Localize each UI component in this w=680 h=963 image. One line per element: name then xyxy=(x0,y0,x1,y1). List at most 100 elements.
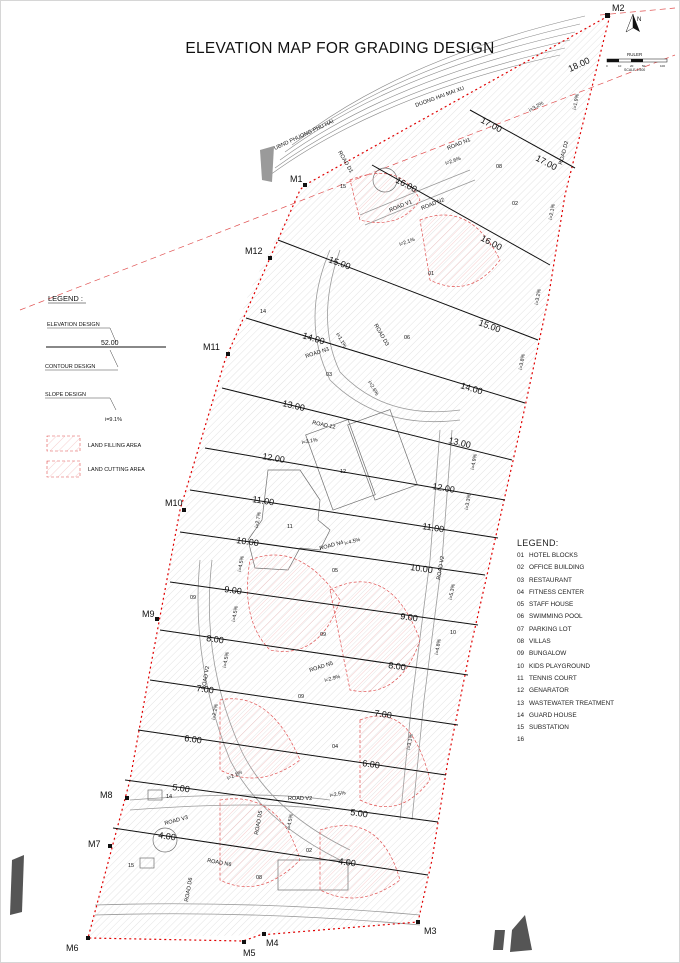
building-number: 15 xyxy=(128,863,134,869)
road-label: ROAD V2 xyxy=(288,796,312,802)
facility-legend-num: 06 xyxy=(517,613,525,621)
facility-legend-item: 04 FITNESS CENTER xyxy=(517,589,667,601)
contour-label: 13.00 xyxy=(282,398,306,413)
slope-label: i=2.5% xyxy=(329,790,346,799)
facility-legend-label: KIDS PLAYGROUND xyxy=(529,662,590,670)
contour-label: 6.00 xyxy=(362,758,381,770)
building-number: 05 xyxy=(332,568,338,574)
ruler-tick: 50 xyxy=(642,64,646,68)
facility-legend-num: 03 xyxy=(517,576,525,584)
slope-label: i=2.1% xyxy=(399,237,416,248)
slope-label: i=4.5% xyxy=(237,555,246,572)
road-label: ROAD 12 xyxy=(312,420,336,431)
facility-legend-label: HOTEL BLOCKS xyxy=(529,552,578,559)
legend-cut-swatch xyxy=(46,460,81,478)
building-number: 09 xyxy=(320,632,326,638)
north-arrow: N xyxy=(625,13,641,33)
facility-legend-title: LEGEND: xyxy=(517,538,559,548)
slope-label: i=4.5% xyxy=(344,537,361,547)
facility-legend-item: 16 xyxy=(517,736,667,748)
marker-label: M12 xyxy=(245,246,263,256)
slope-label: i=2.1% xyxy=(548,203,557,220)
facility-legend-label: SUBSTATION xyxy=(529,724,569,732)
contour-label: 8.00 xyxy=(206,633,225,645)
facility-legend-label: VILLAS xyxy=(529,638,551,646)
marker-label: M5 xyxy=(243,948,256,958)
slope-label: i=5.3% xyxy=(448,583,457,600)
slope-label: i=4.5% xyxy=(231,605,240,622)
legend-contour-label: CONTOUR DESIGN xyxy=(45,364,95,370)
contour-label: 12.00 xyxy=(262,451,286,465)
ruler-tick: 20 xyxy=(630,64,634,68)
site-boundary xyxy=(87,13,611,942)
facility-legend-num: 01 xyxy=(517,552,525,559)
reference-lines xyxy=(19,7,676,311)
page-title: ELEVATION MAP FOR GRADING DESIGN xyxy=(185,40,494,57)
building-number: 01 xyxy=(428,271,434,277)
slope-label: i=3.3% xyxy=(464,493,473,510)
contour-label: 6.00 xyxy=(184,733,203,745)
marker-label: M2 xyxy=(612,3,625,13)
contour-label: 9.00 xyxy=(224,584,243,596)
facility-legend-num: 13 xyxy=(517,699,525,707)
road-label: ROAD N6 xyxy=(207,858,232,868)
ruler-label: RULER xyxy=(627,52,643,57)
facility-legend-num: 04 xyxy=(517,588,525,596)
facility-legend-num: 14 xyxy=(517,711,525,719)
facility-legend-num: 15 xyxy=(517,724,525,732)
building-number: 11 xyxy=(287,524,293,530)
contour-label: 7.00 xyxy=(196,683,215,695)
contour-label: 12.00 xyxy=(432,481,456,495)
facility-legend-label: PARKING LOT xyxy=(529,625,572,633)
legend-slope-label: SLOPE DESIGN xyxy=(45,392,86,398)
building-number: 08 xyxy=(256,875,262,881)
building-number: 04 xyxy=(332,744,338,750)
facility-legend-item: 02 OFFICE BUILDING xyxy=(517,564,667,576)
slope-label: i=2.9% xyxy=(324,674,341,684)
facility-legend-num: 16 xyxy=(517,736,525,744)
slope-label: i=3.1% xyxy=(406,733,415,750)
building-number: 14 xyxy=(260,309,266,315)
facility-legend-label: BUNGALOW xyxy=(529,650,567,658)
building-number: 02 xyxy=(512,201,518,207)
facility-legend-label: SWIMMING POOL xyxy=(529,613,583,621)
contour-label: 10.00 xyxy=(410,562,434,575)
boundary-corners xyxy=(86,13,610,944)
facility-legend-label: TENNIS COURT xyxy=(529,674,577,682)
legend-elevation-label: ELEVATION DESIGN xyxy=(47,322,100,328)
ruler-tick: 100 xyxy=(660,64,665,68)
slope-label: i=4.5% xyxy=(286,813,295,830)
scale-ruler: RULER 0 10 20 50 100 SCALE 1:500 xyxy=(606,52,668,72)
facility-legend-label: FITNESS CENTER xyxy=(529,588,585,596)
facility-legend-item: 11 TENNIS COURT xyxy=(517,675,667,687)
facility-legend-label: OFFICE BUILDING xyxy=(529,564,585,572)
legend-cut-label: LAND CUTTING AREA xyxy=(88,467,145,473)
facility-legend-num: 11 xyxy=(517,674,524,682)
building-number: 09 xyxy=(190,595,196,601)
building-number: 08 xyxy=(496,164,502,170)
site-structures xyxy=(139,167,418,891)
legend-fill-swatch xyxy=(46,435,81,452)
road-arrow-mark xyxy=(260,146,274,182)
building-numbers: 15 08 02 01 14 06 03 12 11 05 09 09 10 0… xyxy=(128,164,518,881)
contour-label: 9.00 xyxy=(400,611,419,623)
slope-label: i=3.2% xyxy=(534,288,543,305)
facility-legend-num: 02 xyxy=(517,564,525,572)
road-label: ROAD V2 xyxy=(201,666,211,691)
marker-label: M8 xyxy=(100,790,113,800)
contour-label: 11.00 xyxy=(252,494,275,507)
slope-label: i=1.9% xyxy=(572,93,581,110)
marker-label: M3 xyxy=(424,926,437,936)
legend-elevation-sample: 52.00 xyxy=(101,340,119,347)
scale-label: SCALE 1:500 xyxy=(624,68,645,72)
boundary-marker-labels: M1 M12 M11 M10 M9 M8 M7 M6 M5 M4 M3 M2 xyxy=(66,3,625,958)
road-label: ROAD D5 xyxy=(254,810,264,835)
slope-label: i=4.8% xyxy=(434,638,443,655)
